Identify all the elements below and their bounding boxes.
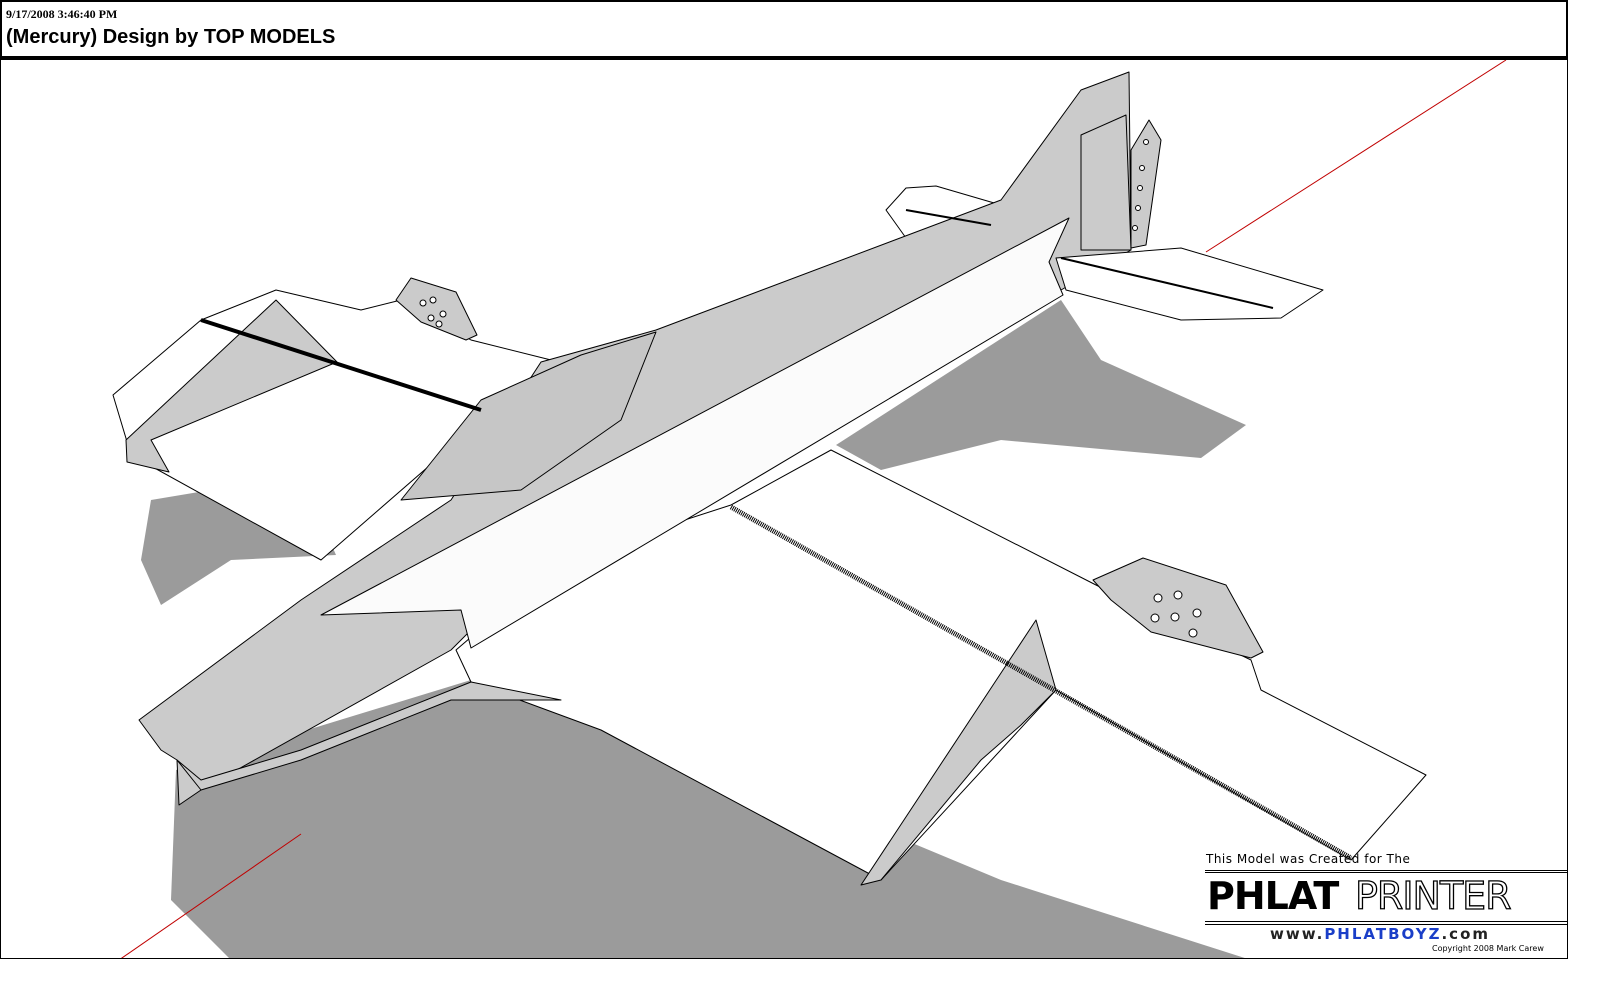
url-prefix: www. [1270, 925, 1325, 943]
model-viewport[interactable] [0, 58, 1568, 959]
left-aileron [125, 299, 338, 473]
logo-brand-bold: PHLAT [1207, 874, 1339, 918]
horn-hole [1153, 593, 1163, 603]
canopy [400, 331, 657, 501]
tail-shadow [836, 300, 1246, 470]
right-stabilizer [1055, 247, 1324, 321]
model-title: (Mercury) Design by TOP MODELS [6, 26, 336, 48]
hinge-lines [200, 209, 1353, 861]
right-elevator-hinge [1060, 257, 1274, 309]
horn-hole [1192, 608, 1202, 618]
url-suffix: .com [1441, 925, 1491, 943]
left-stabilizer [885, 185, 1002, 239]
airplane-model [112, 60, 1507, 958]
horn-hole [1143, 139, 1149, 145]
axis-line [1205, 60, 1507, 253]
axis-line [121, 833, 302, 958]
logo-caption: This Model was Created for The [1206, 852, 1411, 866]
logo-url[interactable]: www.PHLATBOYZ.com [1270, 926, 1490, 943]
print-header: 9/17/2008 3:46:40 PM (Mercury) Design by… [0, 0, 1568, 58]
nose-bottom [176, 681, 562, 791]
horn-hole [1170, 612, 1180, 622]
logo-brand-outline: PRINTER [1354, 873, 1512, 918]
horn-hole [1150, 613, 1160, 623]
airframe [112, 71, 1427, 886]
phlatprinter-logo: This Model was Created for The PHLAT PRI… [1200, 848, 1568, 958]
horn-hole [1139, 165, 1145, 171]
copyright: Copyright 2008 Mark Carew [1432, 944, 1544, 953]
right-aileron [860, 619, 1057, 886]
horn-hole [1132, 225, 1138, 231]
horn-hole [419, 299, 427, 307]
main-shadow [171, 680, 1245, 958]
horn-hole [1188, 628, 1198, 638]
horn-hole [1135, 205, 1141, 211]
horn-hole [427, 314, 435, 322]
left-aileron-hinge [200, 318, 482, 412]
rudder-horn [1130, 119, 1162, 249]
right-wing-horn [1092, 557, 1264, 659]
horn-hole [1137, 185, 1143, 191]
right-aileron-hinge [729, 504, 1353, 861]
horn-holes [419, 139, 1202, 638]
url-brand: PHLATBOYZ [1324, 925, 1442, 943]
logo-wordmark: PHLAT PRINTER [1205, 870, 1567, 925]
horn-hole [429, 296, 437, 304]
timestamp: 9/17/2008 3:46:40 PM [6, 7, 118, 21]
fuselage-top-stripe [320, 217, 1070, 649]
left-elevator-hinge [905, 209, 992, 226]
axis-lines [121, 60, 1507, 958]
horn-hole [1173, 590, 1183, 600]
rudder [1080, 114, 1132, 251]
left-wing-horn [395, 277, 478, 341]
horn-hole [439, 310, 447, 318]
horn-hole [435, 320, 443, 328]
